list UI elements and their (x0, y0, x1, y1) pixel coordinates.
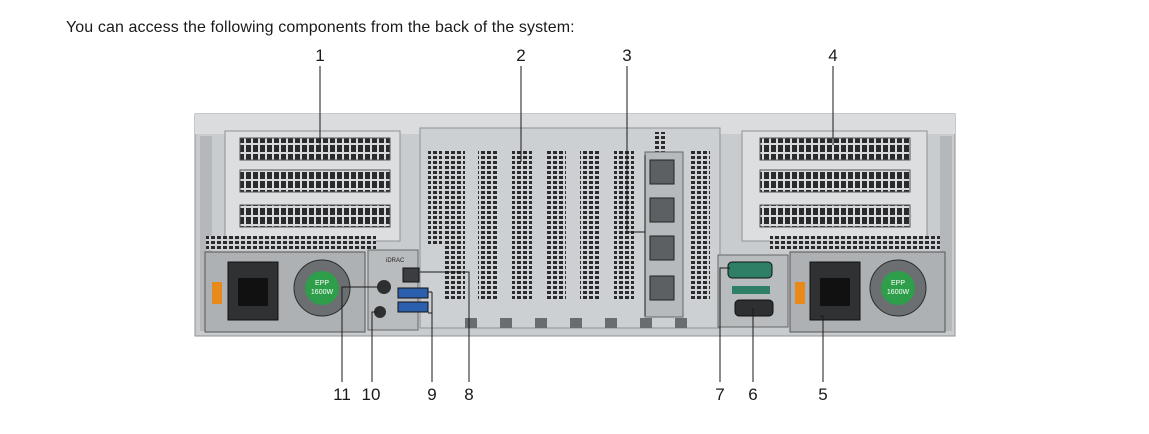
vga-port[interactable] (734, 299, 774, 317)
callout-7: 7 (715, 385, 725, 404)
rear-io-panel: iDRAC (367, 249, 429, 331)
callout-8: 8 (464, 385, 474, 404)
callout-9: 9 (427, 385, 437, 404)
callout-1: 1 (315, 46, 325, 65)
idrac-label: iDRAC (386, 258, 405, 264)
psu-right-badge: EPP (891, 280, 905, 287)
system-identification-button[interactable] (377, 280, 391, 294)
system-identification-port[interactable] (374, 306, 386, 318)
network-ports (644, 151, 684, 318)
intro-text: You can access the following components … (66, 19, 575, 36)
usb-port-upper[interactable] (397, 287, 429, 299)
psu-right-wattage: 1600W (887, 289, 910, 296)
power-supply-unit-right: EPP 1600W (789, 251, 946, 333)
expansion-card-riser-left (206, 130, 401, 250)
callout-6: 6 (748, 385, 758, 404)
expansion-card-riser-right (741, 130, 940, 250)
power-supply-unit-left: EPP 1600W (204, 251, 366, 333)
usb-port-lower[interactable] (397, 301, 429, 313)
psu-left-badge: EPP (315, 280, 329, 287)
serial-port[interactable] (727, 261, 773, 279)
slot-latches (465, 318, 687, 328)
callout-2: 2 (516, 46, 526, 65)
callout-10: 10 (361, 385, 381, 404)
callout-leader-lines (319, 66, 834, 382)
callout-4: 4 (828, 46, 838, 65)
idrac-port[interactable] (402, 267, 420, 283)
callout-11: 11 (333, 385, 351, 404)
callout-5: 5 (818, 385, 828, 404)
psu-left-wattage: 1600W (311, 289, 334, 296)
callout-3: 3 (622, 46, 632, 65)
